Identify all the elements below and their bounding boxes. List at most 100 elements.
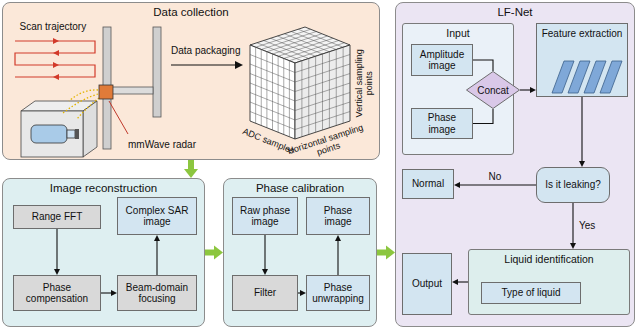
- panel-title: Phase calibration: [224, 179, 376, 195]
- connector-line: [377, 250, 388, 256]
- network-box: Feature extraction: [536, 23, 628, 97]
- process-box: Phase unwrapping: [306, 275, 370, 311]
- grid-line: [250, 93, 295, 111]
- panel-title: Liquid identification: [469, 250, 629, 265]
- node-text: Phase image: [416, 112, 468, 135]
- node-text: Complex SAR image: [122, 205, 192, 228]
- grid-line: [295, 102, 350, 120]
- arrowhead: [530, 87, 536, 93]
- flow-arrow: [377, 246, 395, 260]
- scan-arrow: [53, 38, 59, 44]
- arrowhead: [452, 279, 458, 285]
- stage-panel: LF-NetInputAmplitude imagePhase image Con…: [395, 2, 635, 327]
- grid-line: [298, 29, 343, 47]
- scan-arrow: [53, 62, 59, 68]
- cube-face: [295, 45, 350, 139]
- connector: [262, 235, 268, 275]
- connector-line: [101, 292, 112, 293]
- arrowhead: [184, 169, 198, 178]
- arrowhead: [54, 269, 60, 275]
- grid-line: [284, 41, 339, 59]
- layer-stack: [552, 61, 622, 93]
- arrowhead: [454, 182, 460, 188]
- connector-line: [337, 240, 338, 275]
- rail-bar: [111, 87, 153, 94]
- scan-arrow: [53, 74, 59, 80]
- annotation-label: Vertical sampling points: [354, 43, 375, 123]
- connector-line: [473, 109, 493, 124]
- node-text: Type of liquid: [502, 287, 561, 299]
- arrowhead: [111, 290, 117, 296]
- result-box: Normal: [402, 169, 454, 199]
- process-box: Phase image: [306, 197, 370, 235]
- process-box: Range FFT: [13, 205, 101, 229]
- node-text: Phase compensation: [18, 282, 96, 305]
- flow-arrow: [184, 160, 198, 178]
- panel-title: Image reconstruction: [3, 179, 204, 195]
- rail-post: [153, 27, 161, 117]
- panel-title: LF-Net: [396, 3, 634, 19]
- connector: [298, 290, 306, 296]
- grid-line: [283, 59, 284, 135]
- grid-line: [250, 102, 295, 120]
- connector-line: [520, 89, 531, 90]
- grid-line: [343, 47, 344, 123]
- panel-title: Input: [403, 24, 513, 39]
- arrowhead: [570, 243, 576, 249]
- panel-title: Data collection: [3, 3, 379, 19]
- annotation-label: Data packaging: [171, 45, 241, 57]
- result-box: Type of liquid: [481, 282, 581, 304]
- connector: [335, 235, 341, 275]
- connector: [579, 97, 585, 167]
- annotation-label: Scan trajectory: [20, 21, 87, 33]
- node-text: Beam-domain focusing: [122, 282, 192, 305]
- connector-line: [572, 203, 573, 244]
- connector-line: [264, 235, 265, 270]
- connector-line: [473, 60, 493, 71]
- connector: [473, 109, 493, 124]
- process-box: Filter: [232, 275, 298, 311]
- arrowhead: [386, 246, 395, 260]
- packaging-arrow: [171, 64, 235, 65]
- connector-line: [581, 97, 582, 162]
- node-text: Output: [412, 278, 442, 290]
- connector: [54, 229, 60, 275]
- radar-wave: [77, 98, 99, 119]
- diamond-outline: [467, 72, 520, 109]
- cube-face: [250, 45, 295, 139]
- flow-arrow: [205, 246, 223, 260]
- connector: [154, 235, 160, 275]
- radar-module: [99, 85, 113, 99]
- node-text: Concat: [477, 85, 509, 96]
- grid-line: [284, 34, 329, 52]
- connector-line: [56, 229, 57, 270]
- input-box: Phase image: [411, 108, 473, 139]
- grid-line: [295, 83, 350, 101]
- feature-layer: [600, 61, 622, 93]
- node-text: Raw phase image: [237, 205, 293, 228]
- grid-line: [289, 61, 290, 137]
- grid-line: [278, 56, 279, 132]
- grid-line: [295, 112, 350, 130]
- scan-path: [15, 41, 95, 77]
- stage-panel: Phase calibrationRaw phase image Phase im…: [223, 178, 377, 327]
- grid-line: [278, 38, 333, 56]
- node-text: Amplitude image: [416, 49, 468, 72]
- decision-box: Is it leaking?: [536, 167, 610, 203]
- arrowhead: [335, 235, 341, 241]
- grid-line: [295, 93, 350, 111]
- container-front: [21, 111, 83, 157]
- connector-line: [459, 184, 536, 185]
- input-box: Amplitude image: [411, 44, 473, 76]
- cube-grid: [250, 29, 350, 137]
- result-box: Output: [402, 253, 452, 315]
- node-text: Is it leaking?: [545, 179, 601, 191]
- grid-line: [278, 36, 323, 54]
- node-text: Phase image: [311, 205, 365, 228]
- process-box: Raw phase image: [232, 197, 298, 235]
- connector: [101, 290, 117, 296]
- connector: [454, 182, 536, 188]
- arrowhead: [154, 235, 160, 241]
